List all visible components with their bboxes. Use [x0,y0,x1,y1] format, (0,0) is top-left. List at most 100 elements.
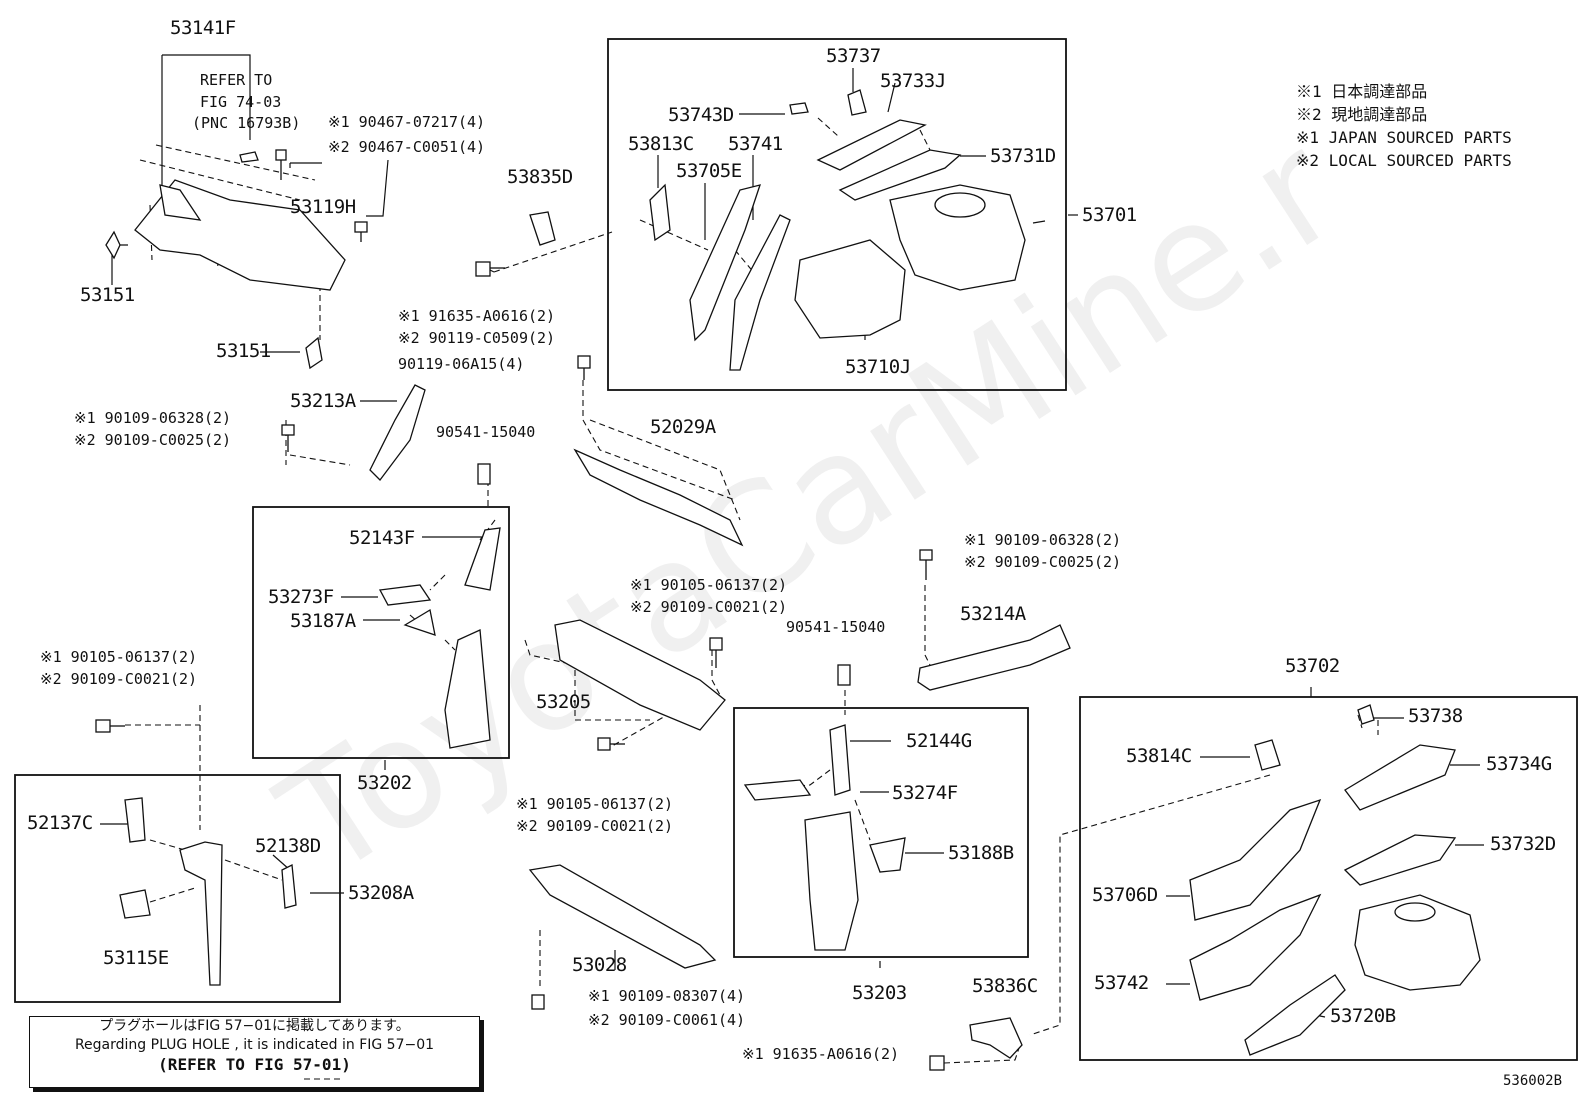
figure-id: 536002B [1503,1073,1563,1089]
label-53835D: 53835D [507,166,573,188]
part-53203-pillar [804,811,859,951]
bolt-90105-c [95,719,111,733]
label-53701: 53701 [1082,204,1137,226]
part-53737 [847,89,867,116]
label-91635-jp-b: ※1 91635-A0616(2) [742,1045,900,1063]
label-53706D: 53706D [1092,884,1158,906]
label-53214A: 53214A [960,603,1026,625]
part-53720B [1244,974,1346,1056]
label-52138D: 52138D [255,835,321,857]
label-90109-jp-c: ※1 90109-08307(4) [588,987,746,1005]
refer-line-2: FIG 74-03 [200,93,282,111]
label-53814C: 53814C [1126,745,1192,767]
bolt-53119H [275,149,287,161]
bolt-90109-c [531,994,545,1010]
label-53742: 53742 [1094,972,1149,994]
note-line-1: プラグホールはFIG 57−01に掲載してあります。 [99,1018,410,1034]
legend-line-3: ※1 JAPAN SOURCED PARTS [1296,128,1512,147]
label-90119-local-a: ※2 90119-C0509(2) [398,329,556,347]
box-53203 [733,707,1029,958]
label-90109-jp-b: ※1 90109-06328(2) [964,531,1122,549]
label-90109-local-a: ※2 90109-C0025(2) [74,431,232,449]
grommet-90541-a [477,463,491,485]
note-line-3: (REFER TO FIG 57-01) [158,1055,351,1074]
label-90109-local-c: ※2 90109-C0061(4) [588,1011,746,1029]
label-53710J: 53710J [845,356,911,378]
part-53706D [1189,798,1322,921]
bolt-91635-a [475,261,491,277]
label-90105-jp-c: ※1 90105-06137(2) [516,795,674,813]
label-52143F: 52143F [349,527,415,549]
label-90109-jp-a: ※1 90109-06328(2) [74,409,232,427]
refer-line-3: (PNC 16793B) [192,114,301,132]
label-53205: 53205 [536,691,591,713]
part-53214A [917,624,1071,691]
part-53701-shell [889,184,1026,291]
label-90467-jp: ※1 90467-07217(4) [328,113,486,131]
label-53274F: 53274F [892,782,958,804]
label-53188B: 53188B [948,842,1014,864]
label-53733J: 53733J [880,70,946,92]
part-53814C [1254,739,1281,771]
label-53705E: 53705E [676,160,742,182]
bolt-90109-b [919,549,933,561]
label-53208A: 53208A [348,882,414,904]
label-90105-local-a: ※2 90109-C0021(2) [630,598,788,616]
part-52143F [464,527,501,591]
bolt-90109-a [281,424,295,436]
part-53702-shell [1354,894,1481,991]
label-90467-local: ※2 90467-C0051(4) [328,138,486,156]
plug-hole-note: プラグホールはFIG 57−01に掲載してあります。 Regarding PLU… [29,1016,480,1088]
label-53836C: 53836C [972,975,1038,997]
label-53115E: 53115E [103,947,169,969]
part-53741 [729,214,791,371]
label-90541-a: 90541-15040 [436,423,536,441]
label-53720B: 53720B [1330,1005,1396,1027]
grommet-90541-b [837,664,851,686]
refer-line-1: REFER TO [200,71,273,89]
label-53151-a: 53151 [80,284,135,306]
label-53151-b: 53151 [216,340,271,362]
part-53710J [794,239,906,339]
bracket-53835D [529,211,556,246]
part-53115E [119,889,151,919]
sourcing-legend: ※1 日本調達部品 ※2 現地調達部品 ※1 JAPAN SOURCED PAR… [1296,80,1512,172]
box-53701 [607,38,1067,391]
part-53734G [1344,744,1456,811]
box-53202 [252,506,510,759]
label-53187A: 53187A [290,610,356,632]
label-53731D: 53731D [990,145,1056,167]
part-53188B [869,837,906,873]
label-90105-local-c: ※2 90109-C0021(2) [516,817,674,835]
bolt-91635-b [929,1055,945,1071]
label-53213A: 53213A [290,390,356,412]
legend-line-2: ※2 現地調達部品 [1296,105,1428,124]
label-90105-local-b: ※2 90109-C0021(2) [40,670,198,688]
label-90105-jp-b: ※1 90105-06137(2) [40,648,198,666]
label-90119-06A15: 90119-06A15(4) [398,355,525,373]
legend-line-4: ※2 LOCAL SOURCED PARTS [1296,151,1512,170]
clip-53151-b [305,336,323,370]
label-53141F: 53141F [170,17,236,39]
part-53187A [403,608,436,636]
part-52144G [829,724,851,796]
part-53731D [838,149,962,201]
bolt-90105-b [597,737,611,751]
label-53813C: 53813C [628,133,694,155]
label-53203: 53203 [852,982,907,1004]
note-line-2: Regarding PLUG HOLE , it is indicated in… [74,1037,435,1053]
box-53702 [1079,696,1578,1061]
label-53028: 53028 [572,954,627,976]
label-91635-jp-a: ※1 91635-A0616(2) [398,307,556,325]
part-52137C [124,797,146,843]
part-52138D [281,863,297,909]
part-53274F [743,779,812,801]
part-53205 [554,619,726,731]
part-53213A [369,384,426,481]
label-90109-local-b: ※2 90109-C0025(2) [964,553,1122,571]
part-52029A [573,448,744,547]
bolt-90119-06A15 [577,355,591,369]
part-53738 [1357,704,1375,725]
label-53119H: 53119H [290,196,356,218]
